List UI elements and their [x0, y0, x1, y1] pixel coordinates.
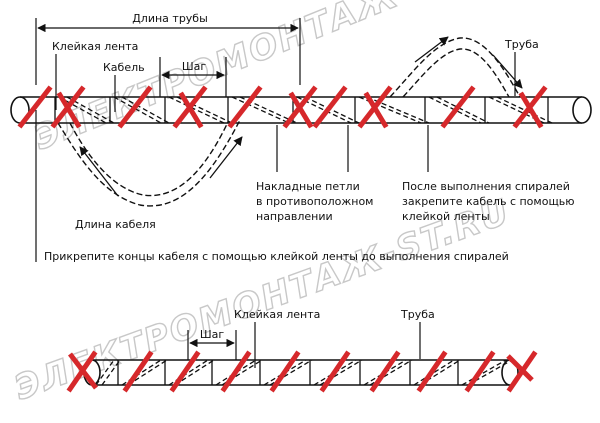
tape-mark	[220, 350, 252, 393]
tape-mark	[440, 85, 476, 129]
tape-mark	[416, 350, 448, 393]
cable-segment	[428, 96, 482, 124]
tape-mark	[369, 350, 401, 393]
instruction-text: Прикрепите концы кабеля с помощью клейко…	[44, 250, 509, 263]
tape-mark	[117, 85, 153, 129]
cable-segment	[121, 96, 170, 124]
after-text-2: закрепите кабель с помощью	[402, 195, 575, 208]
step-label-top: Шаг	[182, 60, 207, 73]
watermark-top: ЭЛЕКТРОМОНТАЖ-ST.RU	[28, 0, 529, 158]
bottom-pipe-dividers	[117, 360, 459, 385]
tape-label-bottom: Клейкая лента	[234, 308, 320, 321]
pipe-label-bottom: Труба	[400, 308, 435, 321]
tape-mark	[17, 85, 53, 129]
cable-segment	[101, 359, 121, 386]
cable-segment	[95, 359, 115, 386]
after-text-1: После выполнения спиралей	[402, 180, 570, 193]
tape-mark	[122, 350, 154, 393]
cable-label: Кабель	[103, 61, 145, 74]
tape-mark	[178, 91, 204, 129]
step-dimension-bottom	[187, 330, 237, 360]
cable-segment	[231, 96, 290, 124]
cable-segment	[496, 96, 553, 124]
top-loop-arrows	[79, 36, 523, 197]
after-text-3: клейкой ленты	[402, 210, 490, 223]
tape-mark	[169, 350, 201, 393]
cable-segment	[168, 96, 225, 124]
tape-mark	[288, 91, 314, 129]
bottom-cable-spiral	[95, 359, 513, 386]
cable-segment	[113, 96, 162, 124]
loops-text-2: в противоположном	[256, 195, 373, 208]
tape-mark	[227, 85, 263, 129]
step-label-bottom: Шаг	[200, 328, 225, 341]
tape-mark	[312, 85, 348, 129]
pipe-label-top: Труба	[504, 38, 539, 51]
tape-mark	[518, 91, 544, 129]
bottom-tape-marks	[66, 350, 538, 393]
tape-mark	[269, 350, 301, 393]
pipe-length-dimension	[35, 18, 301, 85]
pipe-length-label: Длина трубы	[132, 12, 208, 25]
cable-length-label: Длина кабеля	[75, 218, 156, 231]
cable-segment	[436, 96, 490, 124]
tape-mark	[464, 350, 496, 393]
top-cable-loop	[57, 119, 241, 207]
tape-mark	[56, 91, 82, 129]
cable-segment	[461, 359, 507, 386]
tape-mark	[319, 350, 351, 393]
top-tape-marks	[17, 85, 548, 129]
bottom-pipe	[83, 359, 519, 386]
loops-text-3: направлении	[256, 210, 333, 223]
tape-label-top: Клейкая лента	[52, 40, 138, 53]
top-cable-arch	[389, 37, 521, 98]
step-dimension-top	[159, 57, 227, 97]
tape-mark	[506, 354, 534, 382]
cable-segment	[58, 96, 107, 124]
tape-mark	[68, 352, 98, 390]
tape-mark	[363, 91, 389, 129]
loops-text-1: Накладные петли	[256, 180, 360, 193]
cable-segment	[304, 96, 360, 124]
